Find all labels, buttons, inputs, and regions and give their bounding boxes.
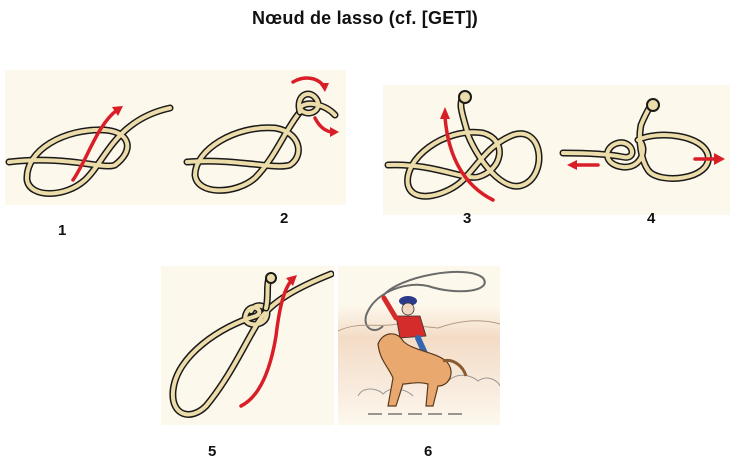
- step-number-4: 4: [647, 210, 656, 227]
- illustration-steps-3-4: [383, 85, 730, 215]
- step-number-3: 3: [463, 210, 472, 227]
- rope-diagram-step-1: [5, 76, 339, 197]
- cowboy-on-horse-image: [338, 270, 500, 415]
- step-number-5: 5: [208, 443, 217, 460]
- illustration-step-5: [161, 266, 334, 425]
- illustration-step-6-cowboy: [338, 266, 500, 425]
- illustration-steps-1-2: [5, 70, 346, 205]
- step-number-2: 2: [280, 210, 289, 227]
- step-number-6: 6: [424, 443, 433, 460]
- page-title: Nœud de lasso (cf. [GET]): [251, 8, 478, 28]
- rope-diagram-step-5: [169, 270, 334, 418]
- rope-diagram-step-3-4: [384, 90, 725, 202]
- step-number-1: 1: [58, 222, 67, 239]
